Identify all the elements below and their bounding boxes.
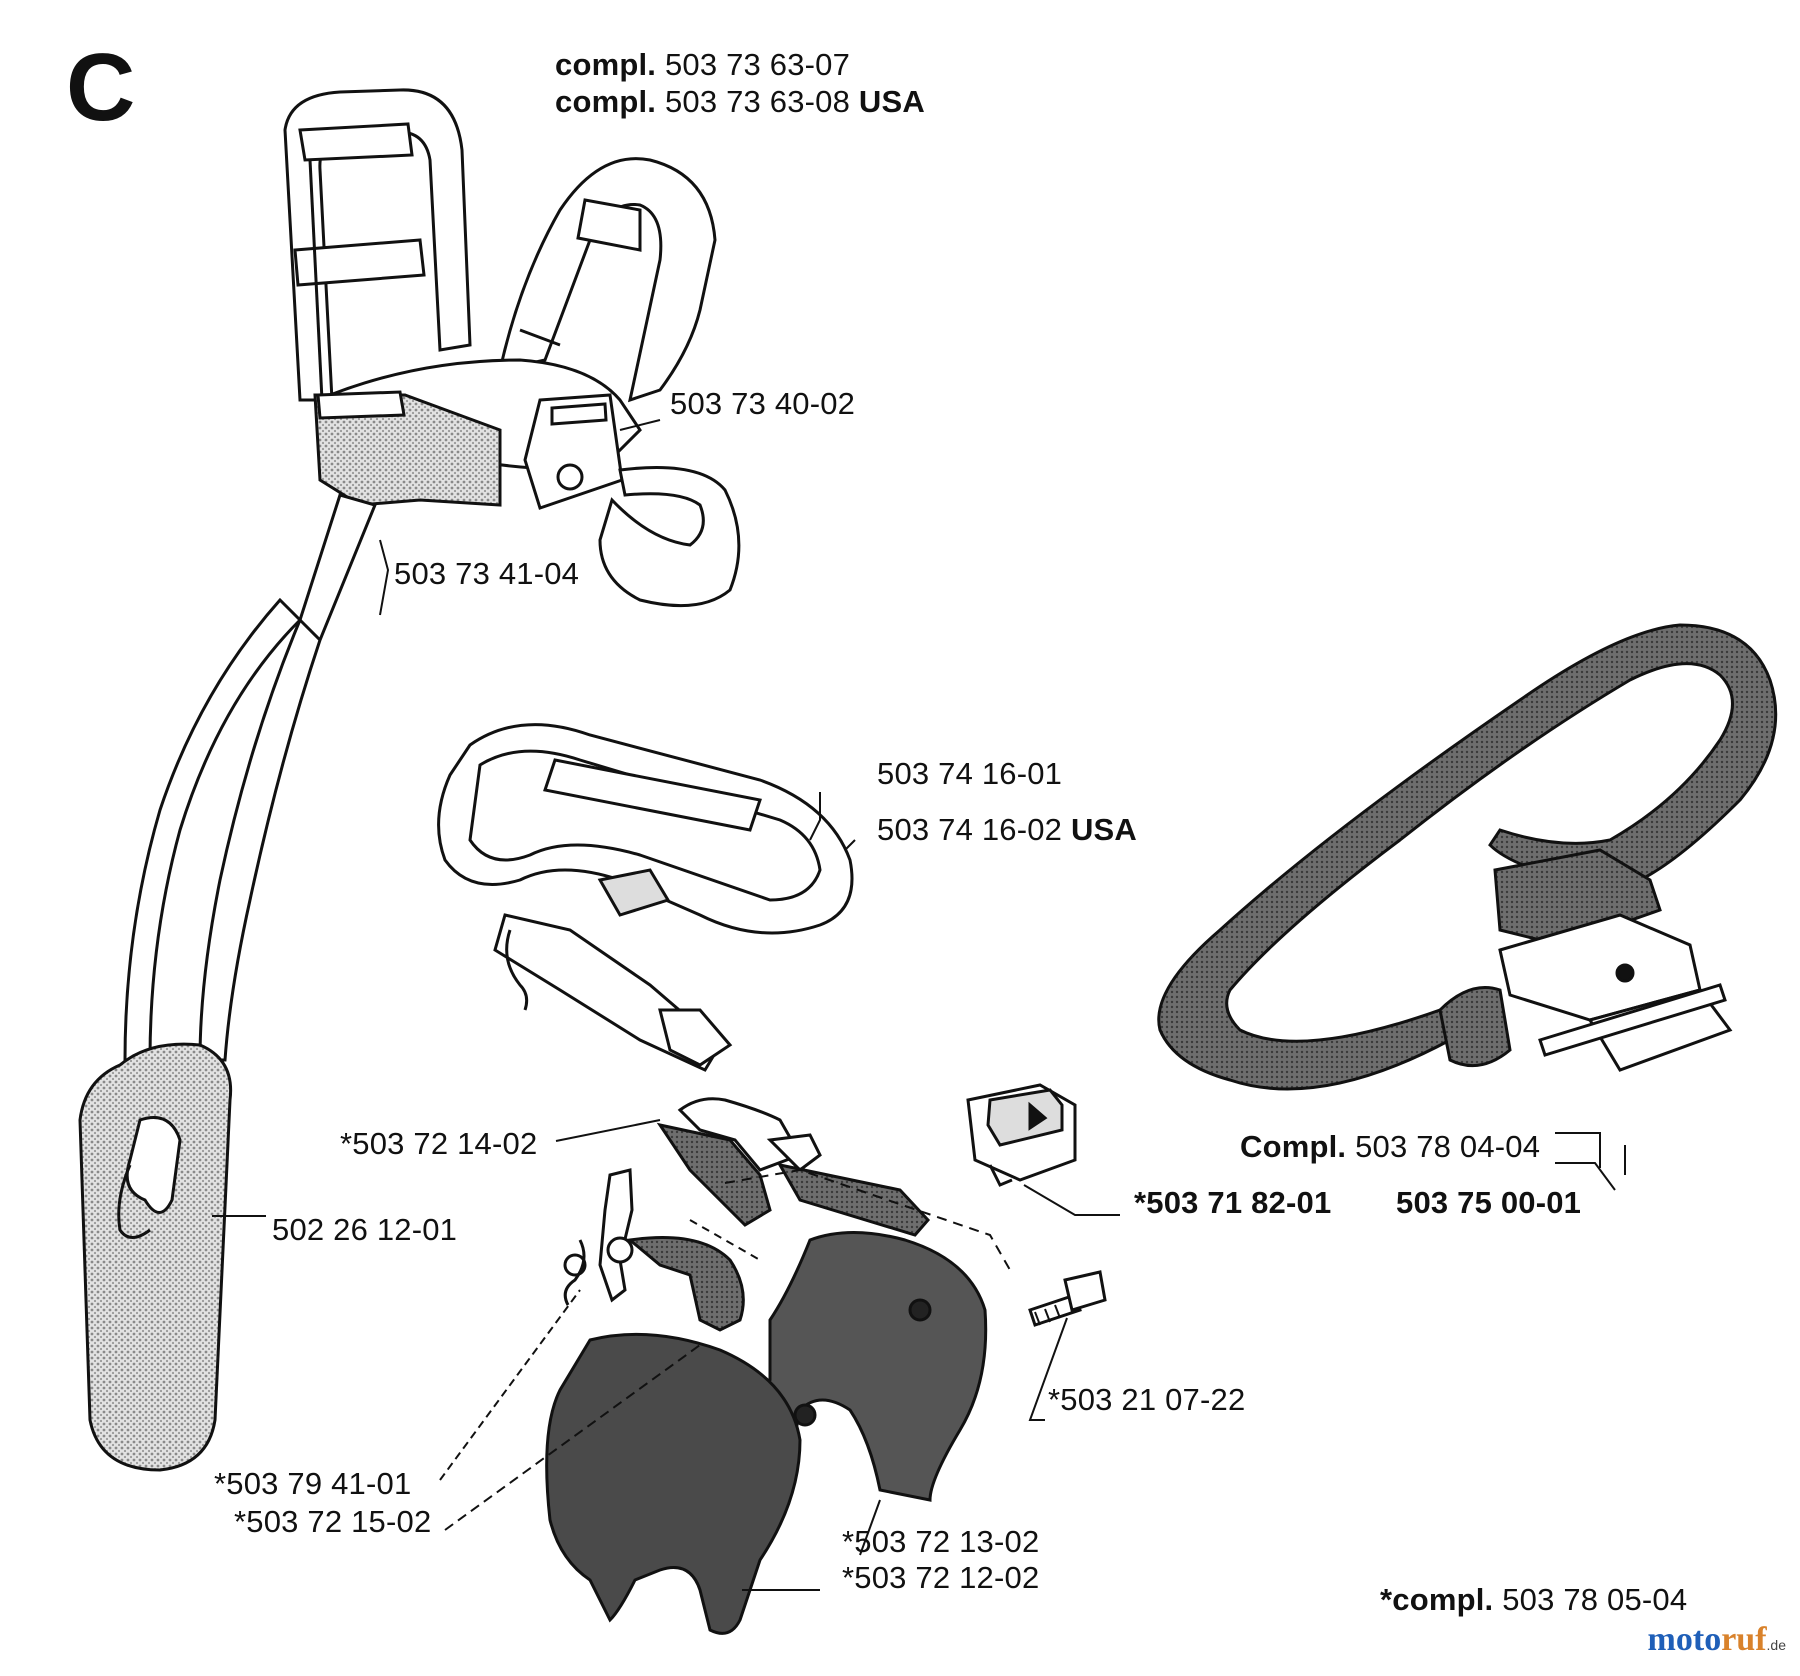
lever-label: *503 72 14-02 xyxy=(340,1126,538,1161)
housing-label-2: *503 72 12-02 xyxy=(842,1560,1040,1595)
handle-compl-label: Compl. 503 78 04-04 xyxy=(1240,1129,1540,1165)
screw-label: *503 21 07-22 xyxy=(1048,1382,1246,1417)
part-number: 503 75 00-01 xyxy=(1396,1185,1582,1220)
throttle-illustration xyxy=(563,1168,745,1332)
watermark-logo: motoruf.de xyxy=(1648,1621,1786,1664)
part-number: 503 73 63-07 xyxy=(664,47,851,82)
housing-illustration xyxy=(545,1231,988,1635)
compl-prefix: compl. xyxy=(555,84,657,119)
shoulder-strap-label: 503 73 40-02 xyxy=(670,386,856,421)
watermark-part-1: moto xyxy=(1647,1621,1722,1658)
region-suffix: USA xyxy=(1070,812,1138,847)
harness-compl-label-2: compl. 503 73 63-08 USA xyxy=(555,84,925,120)
part-number: *503 71 82-01 xyxy=(1134,1185,1332,1220)
watermark-part-2: ruf xyxy=(1721,1621,1767,1658)
spring-label: *503 79 41-01 xyxy=(214,1466,412,1501)
compl-prefix: Compl. xyxy=(1240,1129,1347,1164)
part-number: 503 78 05-04 xyxy=(1502,1582,1688,1617)
belt-label-1: 503 74 16-01 xyxy=(877,756,1063,791)
harness-illustration xyxy=(78,88,741,1472)
part-number: 503 74 16-02 xyxy=(877,812,1063,847)
region-suffix: USA xyxy=(858,84,925,119)
leader-lines xyxy=(212,419,1626,1591)
assembly-compl-label: *compl. 503 78 05-04 xyxy=(1380,1582,1687,1618)
handle-illustration xyxy=(1157,623,1778,1091)
throttle-label: *503 72 15-02 xyxy=(234,1504,432,1539)
part-number: 503 78 04-04 xyxy=(1355,1129,1541,1164)
watermark-part-3: .de xyxy=(1766,1637,1786,1653)
switch-illustration xyxy=(966,1083,1077,1187)
lever-illustration xyxy=(656,1097,931,1237)
handle-part-label: 503 75 00-01 xyxy=(1396,1185,1581,1221)
hip-pad-label: 502 26 12-01 xyxy=(272,1212,458,1247)
chest-pad-label: 503 73 41-04 xyxy=(394,556,580,591)
harness-compl-label-1: compl. 503 73 63-07 xyxy=(555,47,850,83)
part-number: 503 73 63-08 xyxy=(664,84,851,119)
compl-prefix: *compl. xyxy=(1380,1582,1494,1617)
switch-label: *503 71 82-01 xyxy=(1134,1185,1331,1221)
belt-illustration xyxy=(437,723,854,1072)
screw-illustration xyxy=(1028,1270,1107,1327)
housing-label-1: *503 72 13-02 xyxy=(842,1524,1040,1559)
belt-label-2: 503 74 16-02 USA xyxy=(877,812,1137,848)
section-letter: C xyxy=(66,34,136,141)
compl-prefix: compl. xyxy=(555,47,657,82)
